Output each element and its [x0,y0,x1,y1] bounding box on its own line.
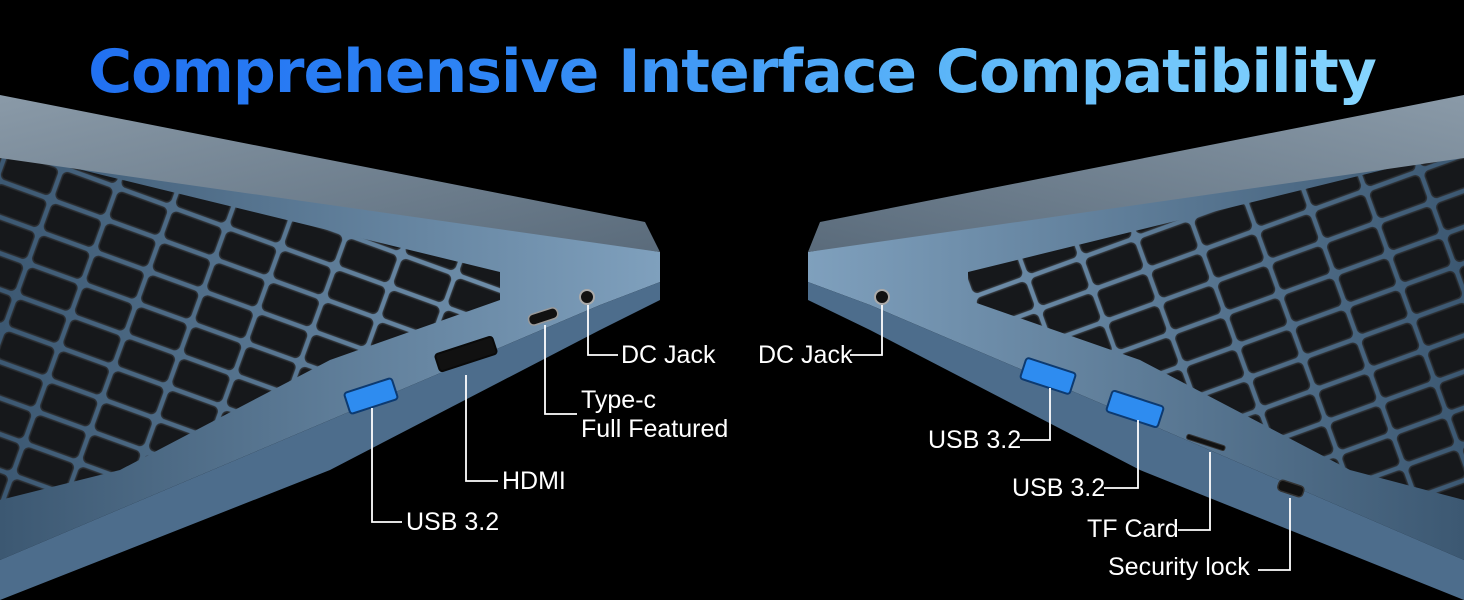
security-lock-label: Security lock [1108,553,1250,581]
left-leader-lines [371,305,618,523]
left-laptop-keyboard [0,150,500,500]
left-dc-jack-label: DC Jack [621,341,716,369]
left-laptop-lid [0,95,660,252]
left-laptop [0,95,660,600]
right-usb-port-top-icon [1019,357,1077,395]
right-dc-jack-label: DC Jack [758,341,853,369]
right-dc-jack-icon [874,289,890,305]
left-dc-jack-icon [579,289,595,305]
page-title: Comprehensive Interface Compatibility [0,32,1464,112]
right-leader-lines [850,305,1291,571]
right-laptop-lid [808,95,1464,252]
right-laptop [808,95,1464,600]
type-c-port-icon [527,307,559,326]
right-usb-port-bottom-icon [1105,389,1165,429]
tf-card-label: TF Card [1087,515,1179,543]
type-c-label: Type-c Full Featured [581,386,728,444]
left-usb-label: USB 3.2 [406,508,500,536]
right-usb-top-label: USB 3.2 [928,426,1022,454]
tf-card-slot-icon [1186,433,1226,452]
security-lock-slot-icon [1277,479,1305,498]
type-c-label-line2: Full Featured [581,415,729,443]
right-ports [874,289,1305,498]
type-c-label-line1: Type-c [581,386,657,414]
hdmi-port-icon [434,335,498,373]
left-usb-port-icon [343,377,399,415]
left-ports [343,289,595,415]
right-laptop-keyboard [968,150,1464,500]
hdmi-label: HDMI [502,467,566,495]
right-usb-bottom-label: USB 3.2 [1012,474,1106,502]
